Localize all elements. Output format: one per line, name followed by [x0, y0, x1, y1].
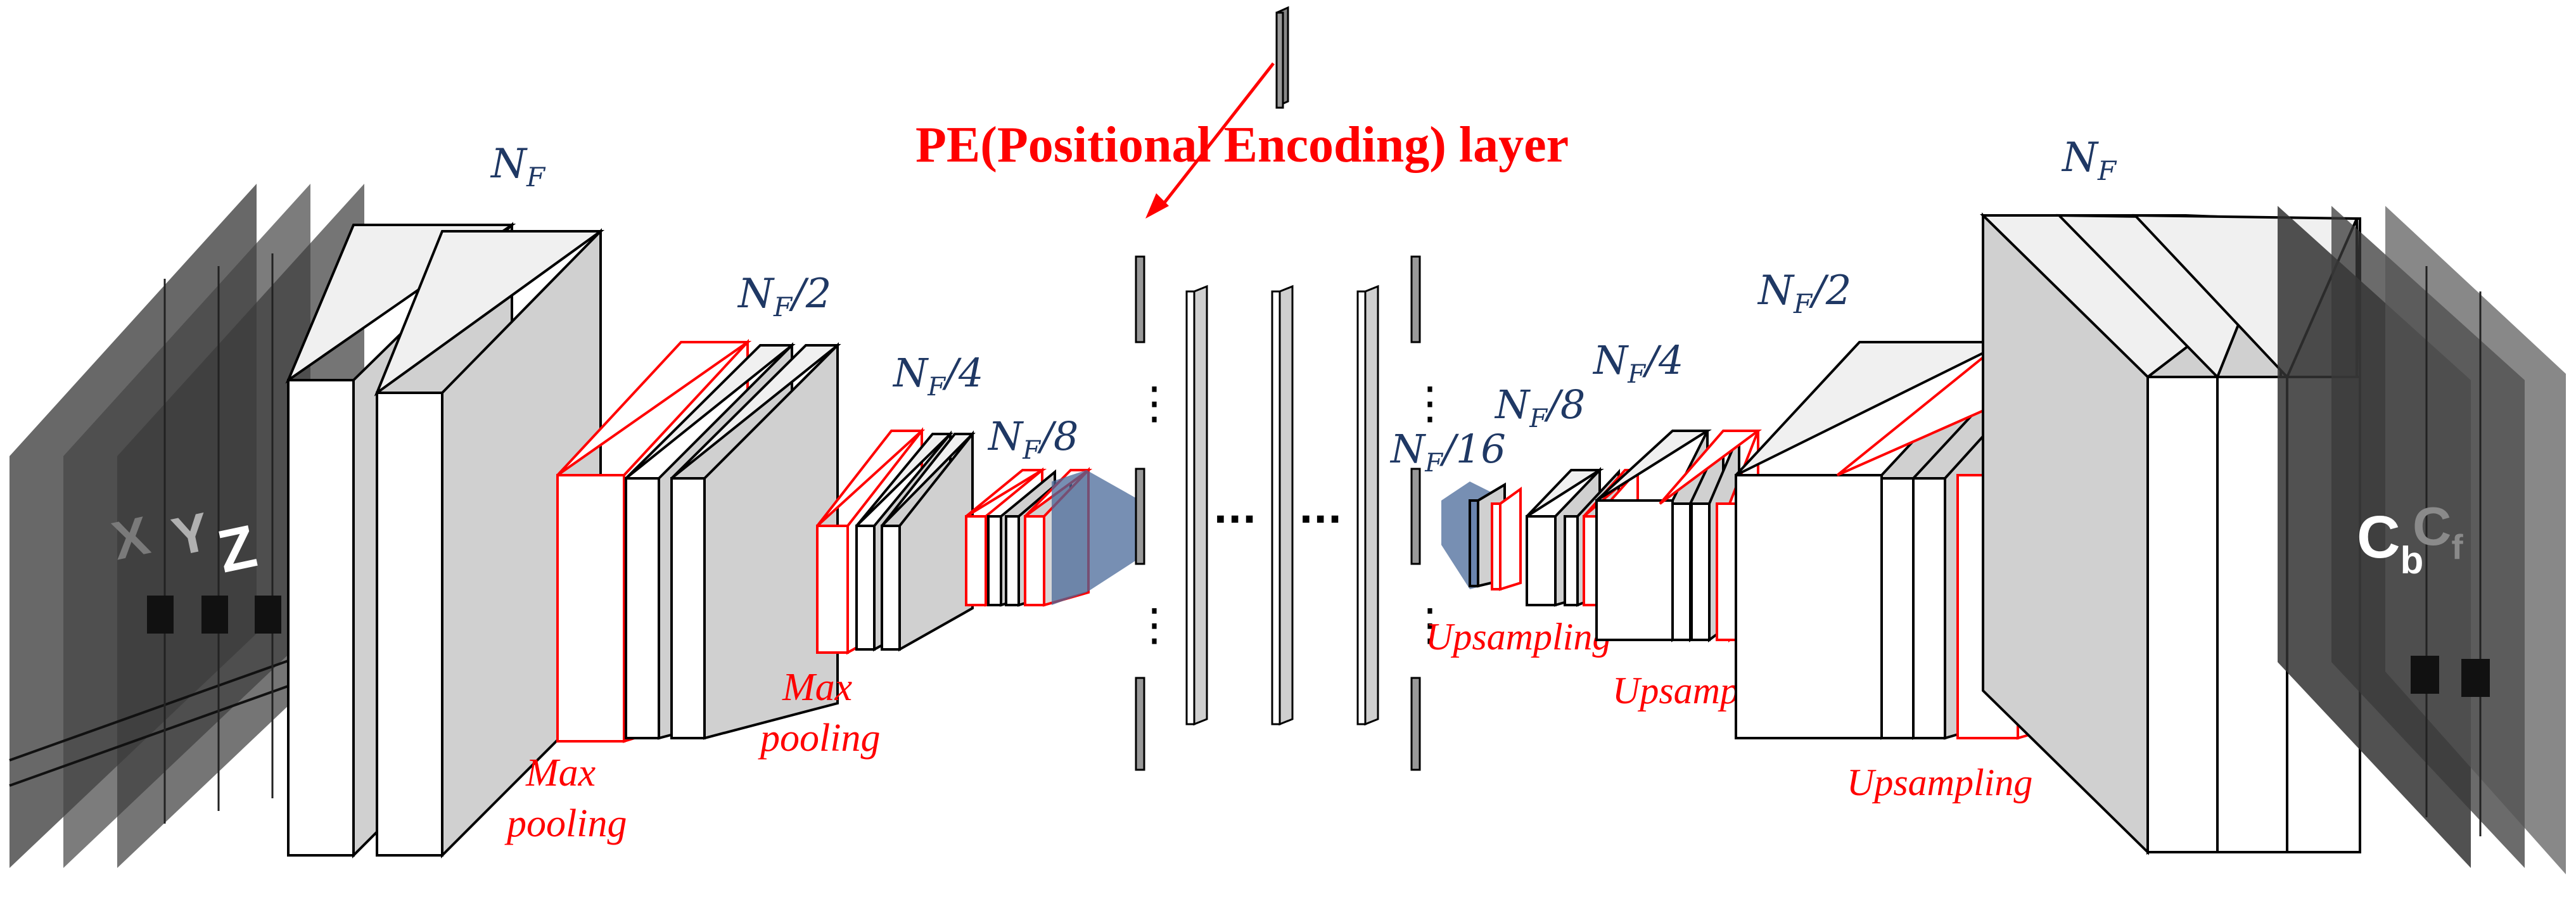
label-max-pooling-2a: Max — [782, 666, 853, 709]
fc-bar — [1356, 284, 1379, 726]
pe-column-left — [1135, 255, 1145, 771]
label-nf4-dec: NF/4 — [1592, 337, 1683, 389]
pe-input-bar — [1275, 6, 1289, 109]
fc-bar — [1185, 284, 1208, 726]
decoder-level-4: NF/16 Upsampling — [1389, 426, 1611, 658]
encoder-level-2: NF/2 Max pooling — [504, 271, 841, 845]
label-upsampling-3: Upsampling — [1847, 762, 2032, 803]
encoder-level-3: NF/4 Max pooling — [758, 350, 983, 760]
pe-dots-right-1: ⋮ — [1408, 377, 1452, 429]
pe-arrowhead — [1145, 193, 1169, 219]
bottleneck-projection-enc — [1052, 470, 1140, 605]
pe-layer-title: PE(Positional Encoding) layer — [915, 117, 1569, 173]
label-nf-dec: NF — [2061, 134, 2117, 186]
pe-arrow — [1158, 62, 1275, 210]
label-max-pooling-1b: pooling — [504, 802, 627, 845]
output-plane-3 — [2385, 206, 2566, 874]
label-upsampling-1: Upsampling — [1425, 616, 1611, 658]
label-nf16-dec: NF/16 — [1389, 426, 1506, 478]
label-nf2-dec: NF/2 — [1757, 267, 1851, 319]
pe-layer: PE(Positional Encoding) layer ⋮ ⋮ ⋮ ⋮ — [915, 6, 1569, 771]
conv-block — [881, 430, 976, 652]
pe-column-right — [1410, 255, 1421, 771]
pe-dots-right-2: ⋮ — [1408, 599, 1452, 651]
fc-bar — [1271, 284, 1294, 726]
encoder-level-1: NF — [285, 141, 605, 858]
pe-dots-left-1: ⋮ — [1132, 377, 1176, 429]
fc-hdots-1: ··· — [1213, 497, 1256, 542]
encoder-level-4: NF/8 — [965, 413, 1140, 607]
label-nf-enc1: NF — [490, 141, 546, 193]
output-label-cf: Cf — [2413, 497, 2463, 566]
output-planes: Cb Cf — [2278, 206, 2566, 874]
label-nf8-enc: NF/8 — [987, 413, 1078, 465]
pool-block — [1491, 487, 1522, 591]
fc-hdots-2: ··· — [1299, 497, 1342, 542]
conv-block — [670, 342, 841, 740]
label-nf8-dec: NF/8 — [1494, 381, 1585, 433]
pe-dots-left-2: ⋮ — [1132, 599, 1176, 651]
label-nf4-enc: NF/4 — [892, 350, 983, 402]
label-max-pooling-2b: pooling — [758, 717, 880, 760]
output-label-cb: Cb — [2357, 504, 2423, 582]
label-nf2-enc: NF/2 — [737, 271, 831, 322]
label-max-pooling-1a: Max — [525, 751, 596, 794]
